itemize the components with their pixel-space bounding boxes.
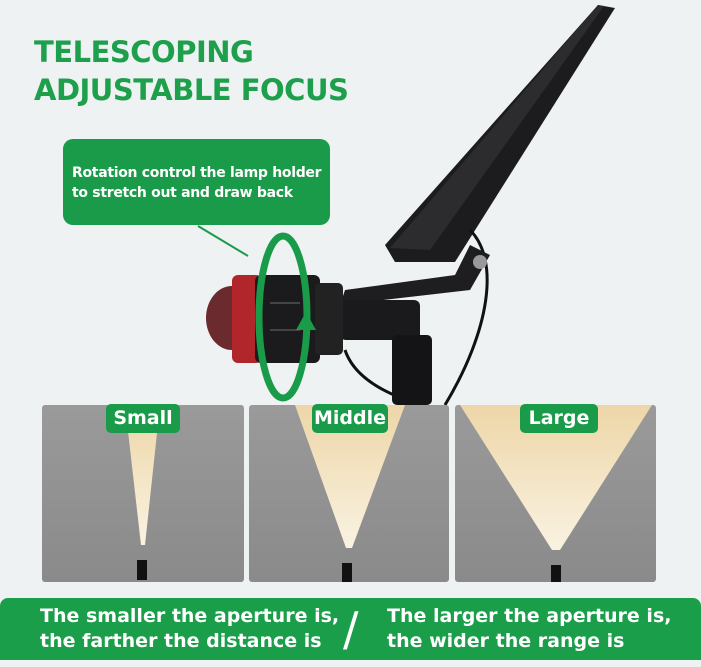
label-middle: Middle — [312, 404, 388, 433]
lamp-bracket — [340, 245, 490, 305]
title-line-2: ADJUSTABLE FOCUS — [34, 73, 349, 107]
rotation-callout: Rotation control the lamp holder to stre… — [63, 139, 330, 225]
beam-panel-middle — [249, 405, 449, 582]
title-line-1: TELESCOPING — [34, 35, 254, 69]
right-line-2: the wider the range is — [387, 630, 625, 652]
small-aperture-text: The smaller the aperture is, the farther… — [40, 604, 339, 654]
left-line-1: The smaller the aperture is, — [40, 605, 340, 627]
right-line-1: The larger the aperture is, — [387, 605, 672, 627]
label-large: Large — [520, 404, 598, 433]
separator: / — [343, 602, 359, 656]
comparison-banner: The smaller the aperture is, the farther… — [0, 598, 701, 660]
callout-line-2: to stretch out and draw back — [72, 185, 293, 201]
left-line-2: the farther the distance is — [40, 630, 322, 652]
large-aperture-text: The larger the aperture is, the wider th… — [387, 604, 671, 654]
callout-pointer — [197, 225, 249, 257]
page-title: TELESCOPING ADJUSTABLE FOCUS — [34, 33, 349, 109]
label-small: Small — [106, 404, 180, 433]
cable — [443, 228, 489, 406]
callout-line-1: Rotation control the lamp holder — [72, 165, 322, 181]
beam-panel-large — [455, 405, 656, 582]
beam-panel-small — [42, 405, 244, 582]
lamp-red-ring — [232, 275, 262, 363]
